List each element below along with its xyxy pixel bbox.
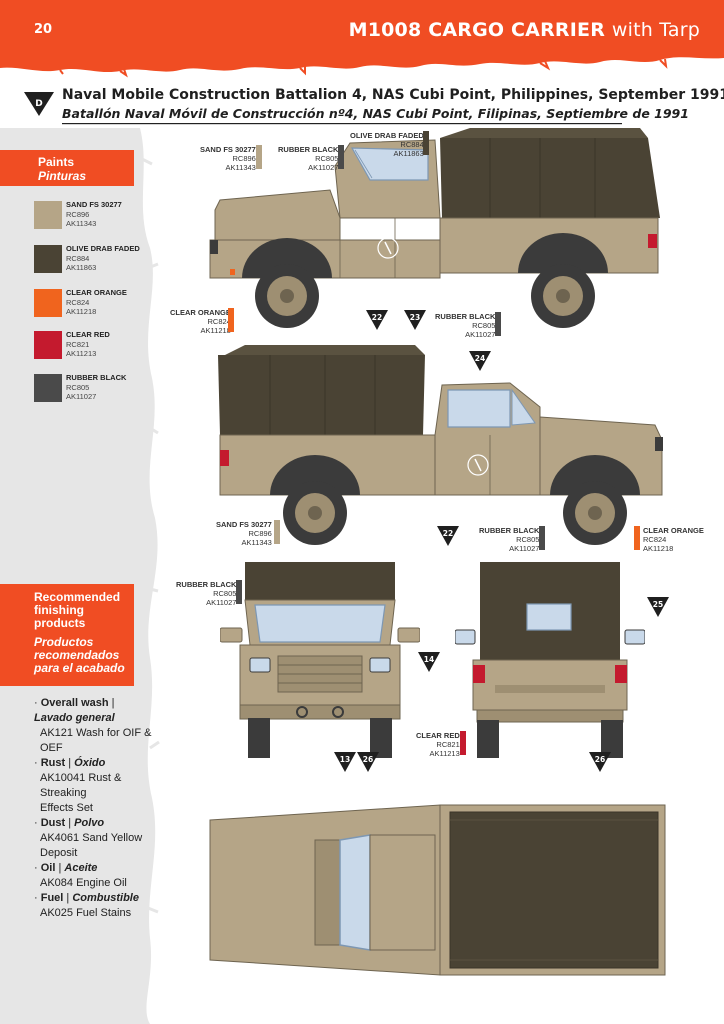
page-header: 20 M1008 CARGO CARRIER with Tarp xyxy=(0,0,724,80)
paints-heading: Paints xyxy=(38,155,75,169)
callout-orange-left: CLEAR ORANGE RC824 AK11218 xyxy=(170,308,231,335)
callout-rubber-low: RUBBER BLACK RC805 AK11027 xyxy=(479,526,540,553)
paints-heading-box: Paints Pinturas xyxy=(0,150,134,186)
color-chip xyxy=(34,201,62,229)
list-item: · Rust | Óxido xyxy=(34,757,106,769)
paint-swatch-olive: OLIVE DRAB FADED RC884 AK11863 xyxy=(34,244,154,289)
list-item: · Dust | Polvo xyxy=(34,817,105,829)
truck-right-side-view xyxy=(218,345,663,545)
callout-bar xyxy=(539,526,545,550)
page-title: M1008 CARGO CARRIER with Tarp xyxy=(348,19,700,41)
decal-marker-25: 25 xyxy=(647,597,669,617)
callout-bar xyxy=(236,580,242,604)
callout-bar xyxy=(256,145,262,169)
decal-marker-22b: 22 xyxy=(437,526,459,546)
callout-olive-drab: OLIVE DRAB FADED RC884 AK11863 xyxy=(350,131,424,158)
decal-marker-26: 26 xyxy=(357,752,379,772)
truck-front-view xyxy=(220,562,420,758)
callout-bar xyxy=(228,308,234,332)
paints-heading-es: Pinturas xyxy=(38,169,87,183)
callout-bar xyxy=(423,131,429,155)
callout-bar xyxy=(274,520,280,544)
scheme-marker: D xyxy=(24,92,54,116)
finishing-list: · Overall wash | Lavado general AK121 Wa… xyxy=(34,696,164,921)
callout-red-rear: CLEAR RED RC821 AK11213 xyxy=(416,731,460,758)
scheme-title: Naval Mobile Construction Battalion 4, N… xyxy=(62,87,724,103)
paint-swatch-red: CLEAR RED RC821 AK11213 xyxy=(34,330,154,375)
list-item: · Fuel | Combustible xyxy=(34,892,139,904)
scheme-subtitle: Batallón Naval Móvil de Construcción nº4… xyxy=(62,106,689,121)
callout-orange-right: CLEAR ORANGE RC824 AK11218 xyxy=(643,526,704,553)
list-item: · Overall wash | xyxy=(34,697,115,709)
decal-marker-24: 24 xyxy=(469,351,491,371)
callout-rubber-front: RUBBER BLACK RC805 AK11027 xyxy=(176,580,237,607)
truck-rear-view xyxy=(455,562,645,758)
color-chip xyxy=(34,374,62,402)
decal-marker-23: 23 xyxy=(404,310,426,330)
finishing-heading-box: Recommended finishing products Productos… xyxy=(0,584,134,686)
page-number: 20 xyxy=(34,22,53,37)
callout-sand-top: SAND FS 30277 RC896 AK11343 xyxy=(200,145,256,172)
header-brush-banner xyxy=(0,0,724,78)
callout-rubber-top: RUBBER BLACK RC805 AK11027 xyxy=(278,145,339,172)
callout-rubber-mid: RUBBER BLACK RC805 AK11027 xyxy=(435,312,496,339)
callout-bar xyxy=(634,526,640,550)
title-rule xyxy=(62,123,622,125)
color-chip xyxy=(34,289,62,317)
list-item: · Oil | Aceite xyxy=(34,862,98,874)
callout-bar xyxy=(338,145,344,169)
callout-bar xyxy=(460,731,466,755)
decal-marker-26b: 26 xyxy=(589,752,611,772)
color-chip xyxy=(34,245,62,273)
callout-sand-low: SAND FS 30277 RC896 AK11343 xyxy=(216,520,272,547)
paint-swatch-orange: CLEAR ORANGE RC824 AK11218 xyxy=(34,288,154,333)
decal-marker-22: 22 xyxy=(366,310,388,330)
truck-top-view xyxy=(209,804,666,976)
decal-marker-14: 14 xyxy=(418,652,440,672)
color-chip xyxy=(34,331,62,359)
decal-marker-13: 13 xyxy=(334,752,356,772)
paint-swatch-sand: SAND FS 30277 RC896 AK11343 xyxy=(34,200,154,245)
truck-left-side-view xyxy=(209,128,660,328)
callout-bar xyxy=(495,312,501,336)
paint-swatch-rubber: RUBBER BLACK RC805 AK11027 xyxy=(34,373,154,418)
